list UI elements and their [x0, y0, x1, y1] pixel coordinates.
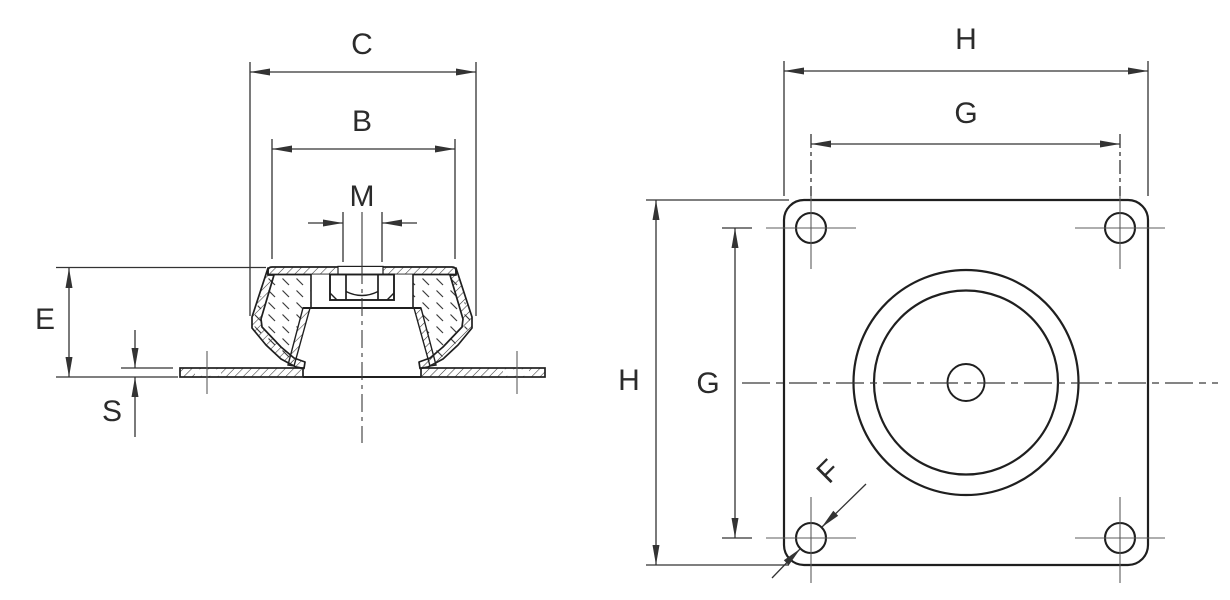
cavity-liner-left	[287, 307, 311, 367]
dim-B	[271, 139, 456, 259]
dim-label-g-top: G	[954, 97, 978, 130]
metal-skin-right	[418, 267, 473, 370]
hole-crosshairs	[766, 187, 1165, 583]
dim-label-s: S	[101, 395, 123, 428]
dim-G-left	[722, 227, 752, 539]
dim-M	[308, 212, 417, 262]
dim-S	[121, 330, 173, 437]
plan-view	[646, 61, 1218, 583]
dim-F-leader	[771, 483, 867, 579]
dim-H-left	[646, 199, 789, 566]
dim-label-b: B	[351, 105, 373, 138]
cap-thread-opening	[337, 265, 384, 276]
dim-C	[249, 62, 477, 316]
cavity-liner-right	[413, 307, 437, 367]
dim-G-top	[810, 134, 1121, 196]
side-section-view	[56, 62, 546, 443]
metal-skin-left	[251, 267, 306, 370]
dim-label-m: M	[349, 180, 375, 213]
dim-H-top	[783, 61, 1149, 196]
dim-E	[56, 266, 266, 378]
dim-label-g-left: G	[696, 367, 720, 400]
dim-label-h-left: H	[618, 364, 640, 397]
dim-label-c: C	[351, 28, 373, 61]
dim-label-e: E	[34, 303, 56, 336]
dim-label-h-top: H	[955, 23, 977, 56]
